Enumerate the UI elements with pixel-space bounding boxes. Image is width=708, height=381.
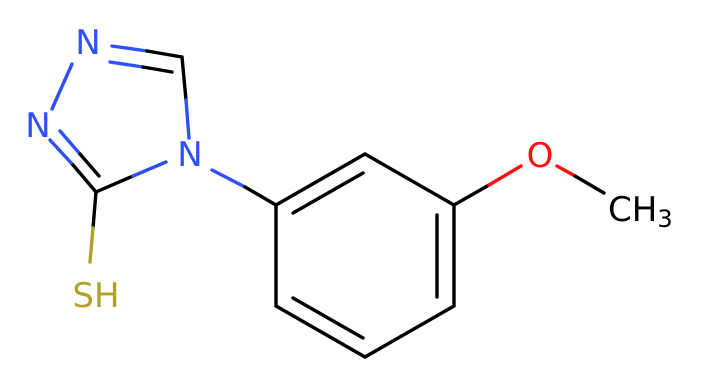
bond-n2-c3-inner-black: [78, 152, 101, 178]
bond-n1-c5-inner: [108, 60, 145, 69]
atom-sh: SH: [72, 276, 119, 316]
bond-c3-n4-n: [131, 160, 168, 178]
atom-n2: N: [25, 106, 50, 146]
bond-o-ch3-red: [555, 164, 577, 178]
bond-ring-o: [452, 183, 491, 207]
bond-n2-c3-inner: [58, 129, 82, 156]
benzene-outline: [274, 152, 456, 359]
atom-n1: N: [75, 23, 100, 63]
atom-ch3-subscript: 3: [657, 205, 672, 233]
atom-n4: N: [177, 135, 202, 175]
bond-c3-n4: [94, 174, 135, 194]
bond-n1-c5-inner-black: [141, 65, 174, 74]
bond-o-ch3: [573, 174, 606, 195]
bond-ring-o-red: [487, 164, 523, 187]
benzene-ring: [274, 152, 456, 359]
bond-c5-n4: [180, 55, 188, 102]
bond-c5-n4-n: [184, 98, 191, 140]
benzene-inner-bond-3: [291, 296, 365, 340]
bond-n4-phenyl: [210, 168, 247, 189]
bond-n1-c5: [110, 44, 149, 53]
bond-n2-c3-black: [71, 163, 98, 194]
triazole-ring: [48, 44, 191, 264]
atom-ch3: CH3: [608, 190, 673, 233]
bond-n1-n2: [50, 62, 74, 111]
bond-n4-phenyl-black: [243, 185, 278, 207]
bond-n2-c3: [48, 138, 75, 167]
bond-c3-s-s: [88, 226, 95, 264]
bond-c3-s: [91, 190, 98, 230]
atom-o: O: [527, 136, 554, 176]
atom-ch3-main: CH: [608, 190, 657, 230]
benzene-inner-bond-1: [291, 171, 365, 215]
bond-n1-c5-black: [145, 49, 184, 59]
